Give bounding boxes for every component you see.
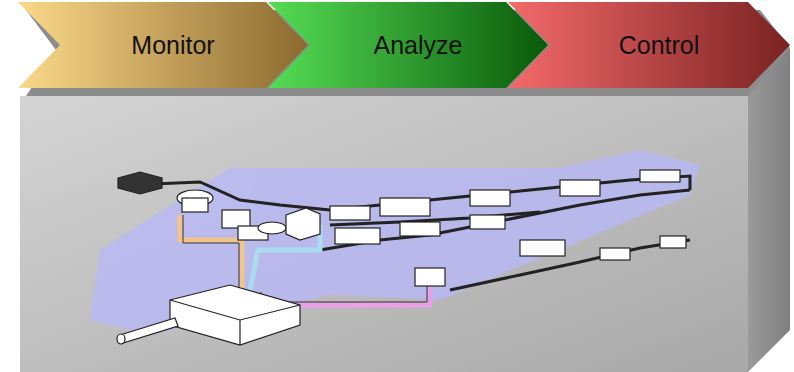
box-front — [20, 96, 748, 372]
tank — [117, 285, 300, 345]
chevron-step: Control — [508, 2, 790, 88]
machines — [118, 170, 686, 286]
conveyor — [130, 176, 690, 290]
step-label: Monitor — [131, 31, 214, 60]
chevron-step: Monitor — [18, 2, 308, 88]
chevron-step: Analyze — [268, 2, 548, 88]
step-label: Control — [619, 31, 700, 60]
step-label: Analyze — [374, 31, 463, 60]
box-side — [748, 48, 790, 372]
